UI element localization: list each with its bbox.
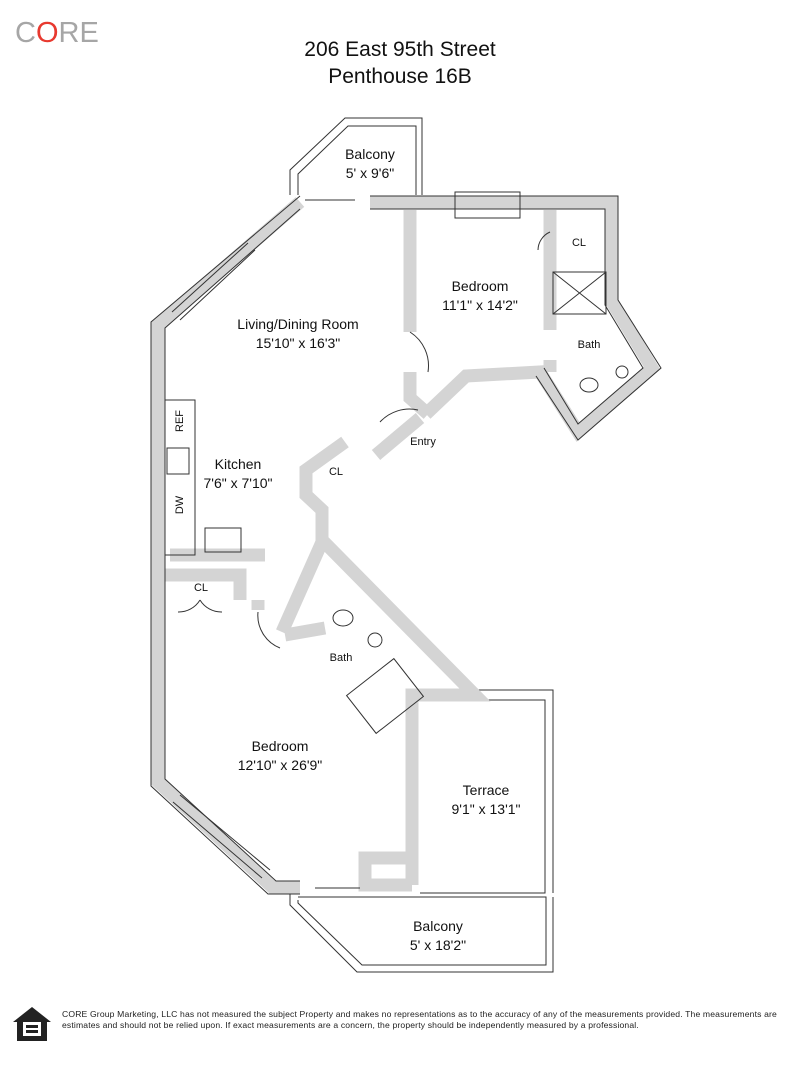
core-logo: CORE: [15, 17, 99, 49]
sink: [367, 632, 383, 648]
room-balcony-bottom: Balcony 5' x 18'2": [410, 917, 466, 955]
windows: [171, 191, 521, 889]
bathtub: [345, 657, 425, 735]
bath-label: Bath: [329, 652, 353, 664]
room-name: Living/Dining Room: [237, 316, 359, 332]
closet-label: CL: [328, 466, 344, 478]
room-name: Bedroom: [451, 278, 509, 294]
disclaimer: CORE Group Marketing, LLC has not measur…: [62, 1009, 777, 1030]
room-kitchen: Kitchen 7'6" x 7'10": [204, 455, 273, 493]
refrigerator-label: REF: [174, 410, 186, 432]
outer-wall: [151, 197, 305, 894]
room-name: Balcony: [413, 918, 463, 934]
address: 206 East 95th Street: [304, 38, 496, 61]
room-dims: 15'10" x 16'3": [255, 335, 341, 351]
room-balcony-top: Balcony 5' x 9'6": [345, 145, 395, 183]
room-dims: 5' x 18'2": [409, 937, 467, 953]
room-dims: 5' x 9'6": [345, 165, 395, 181]
room-dims: 7'6" x 7'10": [203, 475, 273, 491]
room-dims: 12'10" x 26'9": [237, 757, 323, 773]
unit-name: Penthouse 16B: [328, 65, 472, 88]
closet-label: CL: [193, 582, 209, 594]
toilet: [332, 609, 354, 627]
entry-label: Entry: [410, 436, 436, 448]
bath-label: Bath: [577, 339, 601, 351]
balcony-top-outline: [289, 117, 423, 195]
kitchen-counter: [164, 399, 196, 556]
floor-plan: [150, 117, 662, 973]
closet-label: CL: [571, 237, 587, 249]
room-terrace: Terrace 9'1" x 13'1": [452, 781, 521, 819]
room-dims: 11'1" x 14'2": [442, 297, 518, 313]
dishwasher-label: DW: [174, 495, 186, 515]
room-name: Bedroom: [251, 738, 309, 754]
shower: [552, 271, 607, 315]
room-living-dining: Living/Dining Room 15'10" x 16'3": [237, 315, 358, 353]
room-name: Balcony: [345, 146, 395, 162]
room-name: Kitchen: [214, 456, 262, 472]
room-bedroom-1: Bedroom 11'1" x 14'2": [442, 277, 518, 315]
balcony-bottom-outline: [289, 893, 554, 973]
room-bedroom-2: Bedroom 12'10" x 26'9": [238, 737, 323, 775]
room-dims: 9'1" x 13'1": [451, 801, 521, 817]
listing-title: 206 East 95th Street Penthouse 16B: [250, 36, 550, 90]
doors: [177, 231, 551, 649]
room-name: Terrace: [462, 782, 510, 798]
equal-housing-opportunity-icon: [13, 1007, 51, 1041]
